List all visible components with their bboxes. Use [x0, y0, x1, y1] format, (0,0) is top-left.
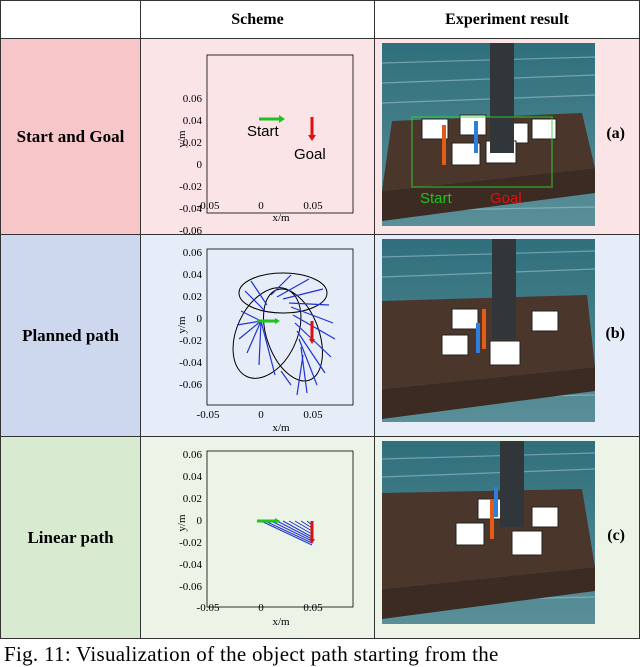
header-row: Scheme Experiment result	[0, 0, 640, 39]
y-axis-label: y/m	[176, 130, 188, 148]
row-tag: (c)	[607, 527, 625, 544]
x-tick: 0.05	[303, 200, 323, 212]
row-label: Linear path	[0, 436, 141, 639]
path-ellipse-top	[238, 272, 328, 314]
experiment-photo-a: Start Goal	[382, 43, 595, 226]
row-start-goal: Start and Goal 0.06 0.04 0.02 0 -0.02 -0…	[0, 38, 640, 235]
x-tick: 0	[258, 602, 264, 614]
y-tick: -0.02	[179, 335, 202, 347]
x-tick: -0.05	[197, 602, 220, 614]
y-axis-label: y/m	[176, 514, 188, 532]
scheme-cell: 0.06 0.04 0.02 0 -0.02 -0.04 -0.06 -0.05…	[140, 38, 375, 235]
result-cell: (b)	[374, 234, 640, 437]
goal-arrow-head	[309, 539, 315, 544]
y-tick: -0.02	[179, 537, 202, 549]
linear-path-lines	[260, 520, 313, 546]
figure: Scheme Experiment result Start and Goal …	[0, 0, 640, 639]
y-tick: 0.02	[183, 291, 202, 303]
y-axis-label: y/m	[176, 316, 188, 334]
y-tick: 0	[197, 515, 203, 527]
plot-axes	[206, 450, 354, 608]
y-tick: 0.04	[183, 471, 203, 483]
x-tick: 0	[258, 200, 264, 212]
y-tick: -0.04	[179, 559, 202, 571]
header-experiment: Experiment result	[374, 0, 640, 39]
row-tag: (a)	[606, 125, 625, 142]
experiment-photo-c	[382, 441, 595, 624]
goal-label: Goal	[294, 146, 326, 163]
start-label: Start	[247, 123, 280, 140]
goal-arrow-head	[308, 135, 316, 141]
row-linear-path: Linear path 0.06 0.04 0.02 0 -0.02 -0.04…	[0, 436, 640, 639]
scheme-plot-planned: 0.06 0.04 0.02 0 -0.02 -0.04 -0.06 -0.05…	[176, 247, 354, 434]
y-tick: 0.06	[183, 93, 203, 105]
result-cell: Start Goal (a)	[374, 38, 640, 235]
y-tick: -0.06	[179, 225, 202, 234]
scheme-cell: 0.06 0.04 0.02 0 -0.02 -0.04 -0.06 -0.05…	[140, 436, 375, 639]
row-planned-path: Planned path 0.06 0.04 0.02 0 -0.02 -0.0…	[0, 234, 640, 437]
x-axis-label: x/m	[272, 616, 290, 628]
y-tick: 0.06	[183, 247, 203, 259]
y-tick: -0.06	[179, 581, 202, 593]
y-tick: 0.02	[183, 137, 202, 149]
y-tick: -0.04	[179, 203, 202, 215]
y-tick: -0.04	[179, 357, 202, 369]
y-tick: -0.06	[179, 379, 202, 391]
x-tick: -0.05	[197, 409, 220, 421]
y-tick: 0.04	[183, 269, 203, 281]
start-arrow-head	[275, 518, 280, 524]
y-tick-labels: 0.06 0.04 0.02 0 -0.02 -0.04 -0.06	[179, 449, 202, 593]
y-tick: 0	[197, 313, 203, 325]
y-tick: 0.04	[183, 115, 203, 127]
y-tick: -0.02	[179, 181, 202, 193]
start-arrow-head	[275, 318, 280, 324]
photo-start-label: Start	[420, 190, 453, 207]
figure-caption: Fig. 11: Visualization of the object pat…	[4, 642, 499, 666]
scheme-plot-start-goal: 0.06 0.04 0.02 0 -0.02 -0.04 -0.06 -0.05…	[176, 54, 354, 234]
row-label: Planned path	[0, 234, 141, 437]
plot-axes	[206, 248, 354, 406]
plot-axes	[206, 54, 354, 214]
results-table: Scheme Experiment result Start and Goal …	[0, 0, 640, 639]
header-scheme: Scheme	[140, 0, 375, 39]
x-tick-labels: -0.05 0 0.05	[197, 200, 324, 212]
x-tick: -0.05	[197, 200, 220, 212]
start-arrow-head	[279, 115, 285, 123]
x-tick-labels: -0.05 0 0.05	[197, 409, 324, 421]
result-cell: (c)	[374, 436, 640, 639]
x-tick: 0	[258, 409, 264, 421]
x-tick: 0.05	[303, 409, 323, 421]
x-tick-labels: -0.05 0 0.05	[197, 602, 324, 614]
experiment-photo-b	[382, 239, 595, 422]
header-empty	[0, 0, 141, 39]
row-tag: (b)	[605, 325, 625, 342]
row-label: Start and Goal	[0, 38, 141, 235]
x-axis-label: x/m	[272, 422, 290, 434]
y-tick: 0	[197, 159, 203, 171]
x-axis-label: x/m	[272, 212, 290, 224]
scheme-cell: 0.06 0.04 0.02 0 -0.02 -0.04 -0.06 -0.05…	[140, 234, 375, 437]
y-tick-labels: 0.06 0.04 0.02 0 -0.02 -0.04 -0.06	[179, 93, 202, 234]
y-tick: 0.02	[183, 493, 202, 505]
y-tick: 0.06	[183, 449, 203, 461]
y-tick-labels: 0.06 0.04 0.02 0 -0.02 -0.04 -0.06	[179, 247, 202, 391]
photo-goal-label: Goal	[490, 190, 522, 207]
scheme-plot-linear: 0.06 0.04 0.02 0 -0.02 -0.04 -0.06 -0.05…	[176, 449, 354, 628]
x-tick: 0.05	[303, 602, 323, 614]
goal-arrow-head	[309, 339, 315, 344]
